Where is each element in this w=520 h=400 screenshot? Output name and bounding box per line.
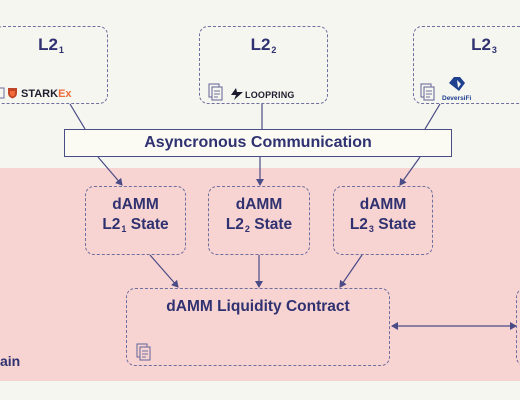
document-icon [420,83,435,101]
partial-right-box [516,288,520,366]
starkex-logo: STARKEx [7,87,72,100]
state-1-subtitle: L21 State [102,216,169,234]
l2-box-2-title: L22 [250,35,277,55]
deversifi-logo: DeversiFi [442,95,472,102]
l2-box-3-title: L23 [471,35,497,55]
l2-box-1: L21 STARKEx [0,26,108,104]
l2-box-3: L23 DeversiFi [413,26,520,104]
chain-label: ain [0,353,21,369]
state-2-subtitle: L22 State [225,216,293,234]
line-l2-3-to-comm [424,103,441,130]
loopring-logo: LOOPRING [230,88,295,100]
state-3-subtitle: L23 State [349,216,417,234]
l2-box-1-title: L21 [38,35,64,55]
arrow-comm-to-state-1 [97,156,123,186]
deversifi-icon [449,77,465,91]
bottom-margin [0,381,520,400]
arrow-state-1-to-liquidity [149,254,179,288]
arrow-state-3-to-liquidity [339,254,363,288]
document-icon [208,83,223,101]
state-3-title: dAMM [359,196,407,213]
l2-box-2: L22 LOOPRING [199,26,328,104]
damm-state-box-3: dAMM L23 State [333,186,433,255]
damm-state-box-2: dAMM L22 State [208,186,310,255]
state-2-title: dAMM [235,196,283,213]
arrow-comm-to-state-3 [399,156,421,186]
starkex-shield-icon [8,88,17,99]
loopring-icon [231,88,243,100]
liquidity-contract-title: dAMM Liquidity Contract [166,298,350,315]
document-icon [136,343,151,361]
document-icon [0,87,5,99]
onchain-region [0,168,520,381]
async-communication-bar: Asyncronous Communication [64,129,452,157]
damm-state-box-1: dAMM L21 State [85,186,186,255]
damm-liquidity-contract-box: dAMM Liquidity Contract [126,288,390,366]
state-1-title: dAMM [112,196,159,213]
line-l2-1-to-comm [69,103,86,130]
